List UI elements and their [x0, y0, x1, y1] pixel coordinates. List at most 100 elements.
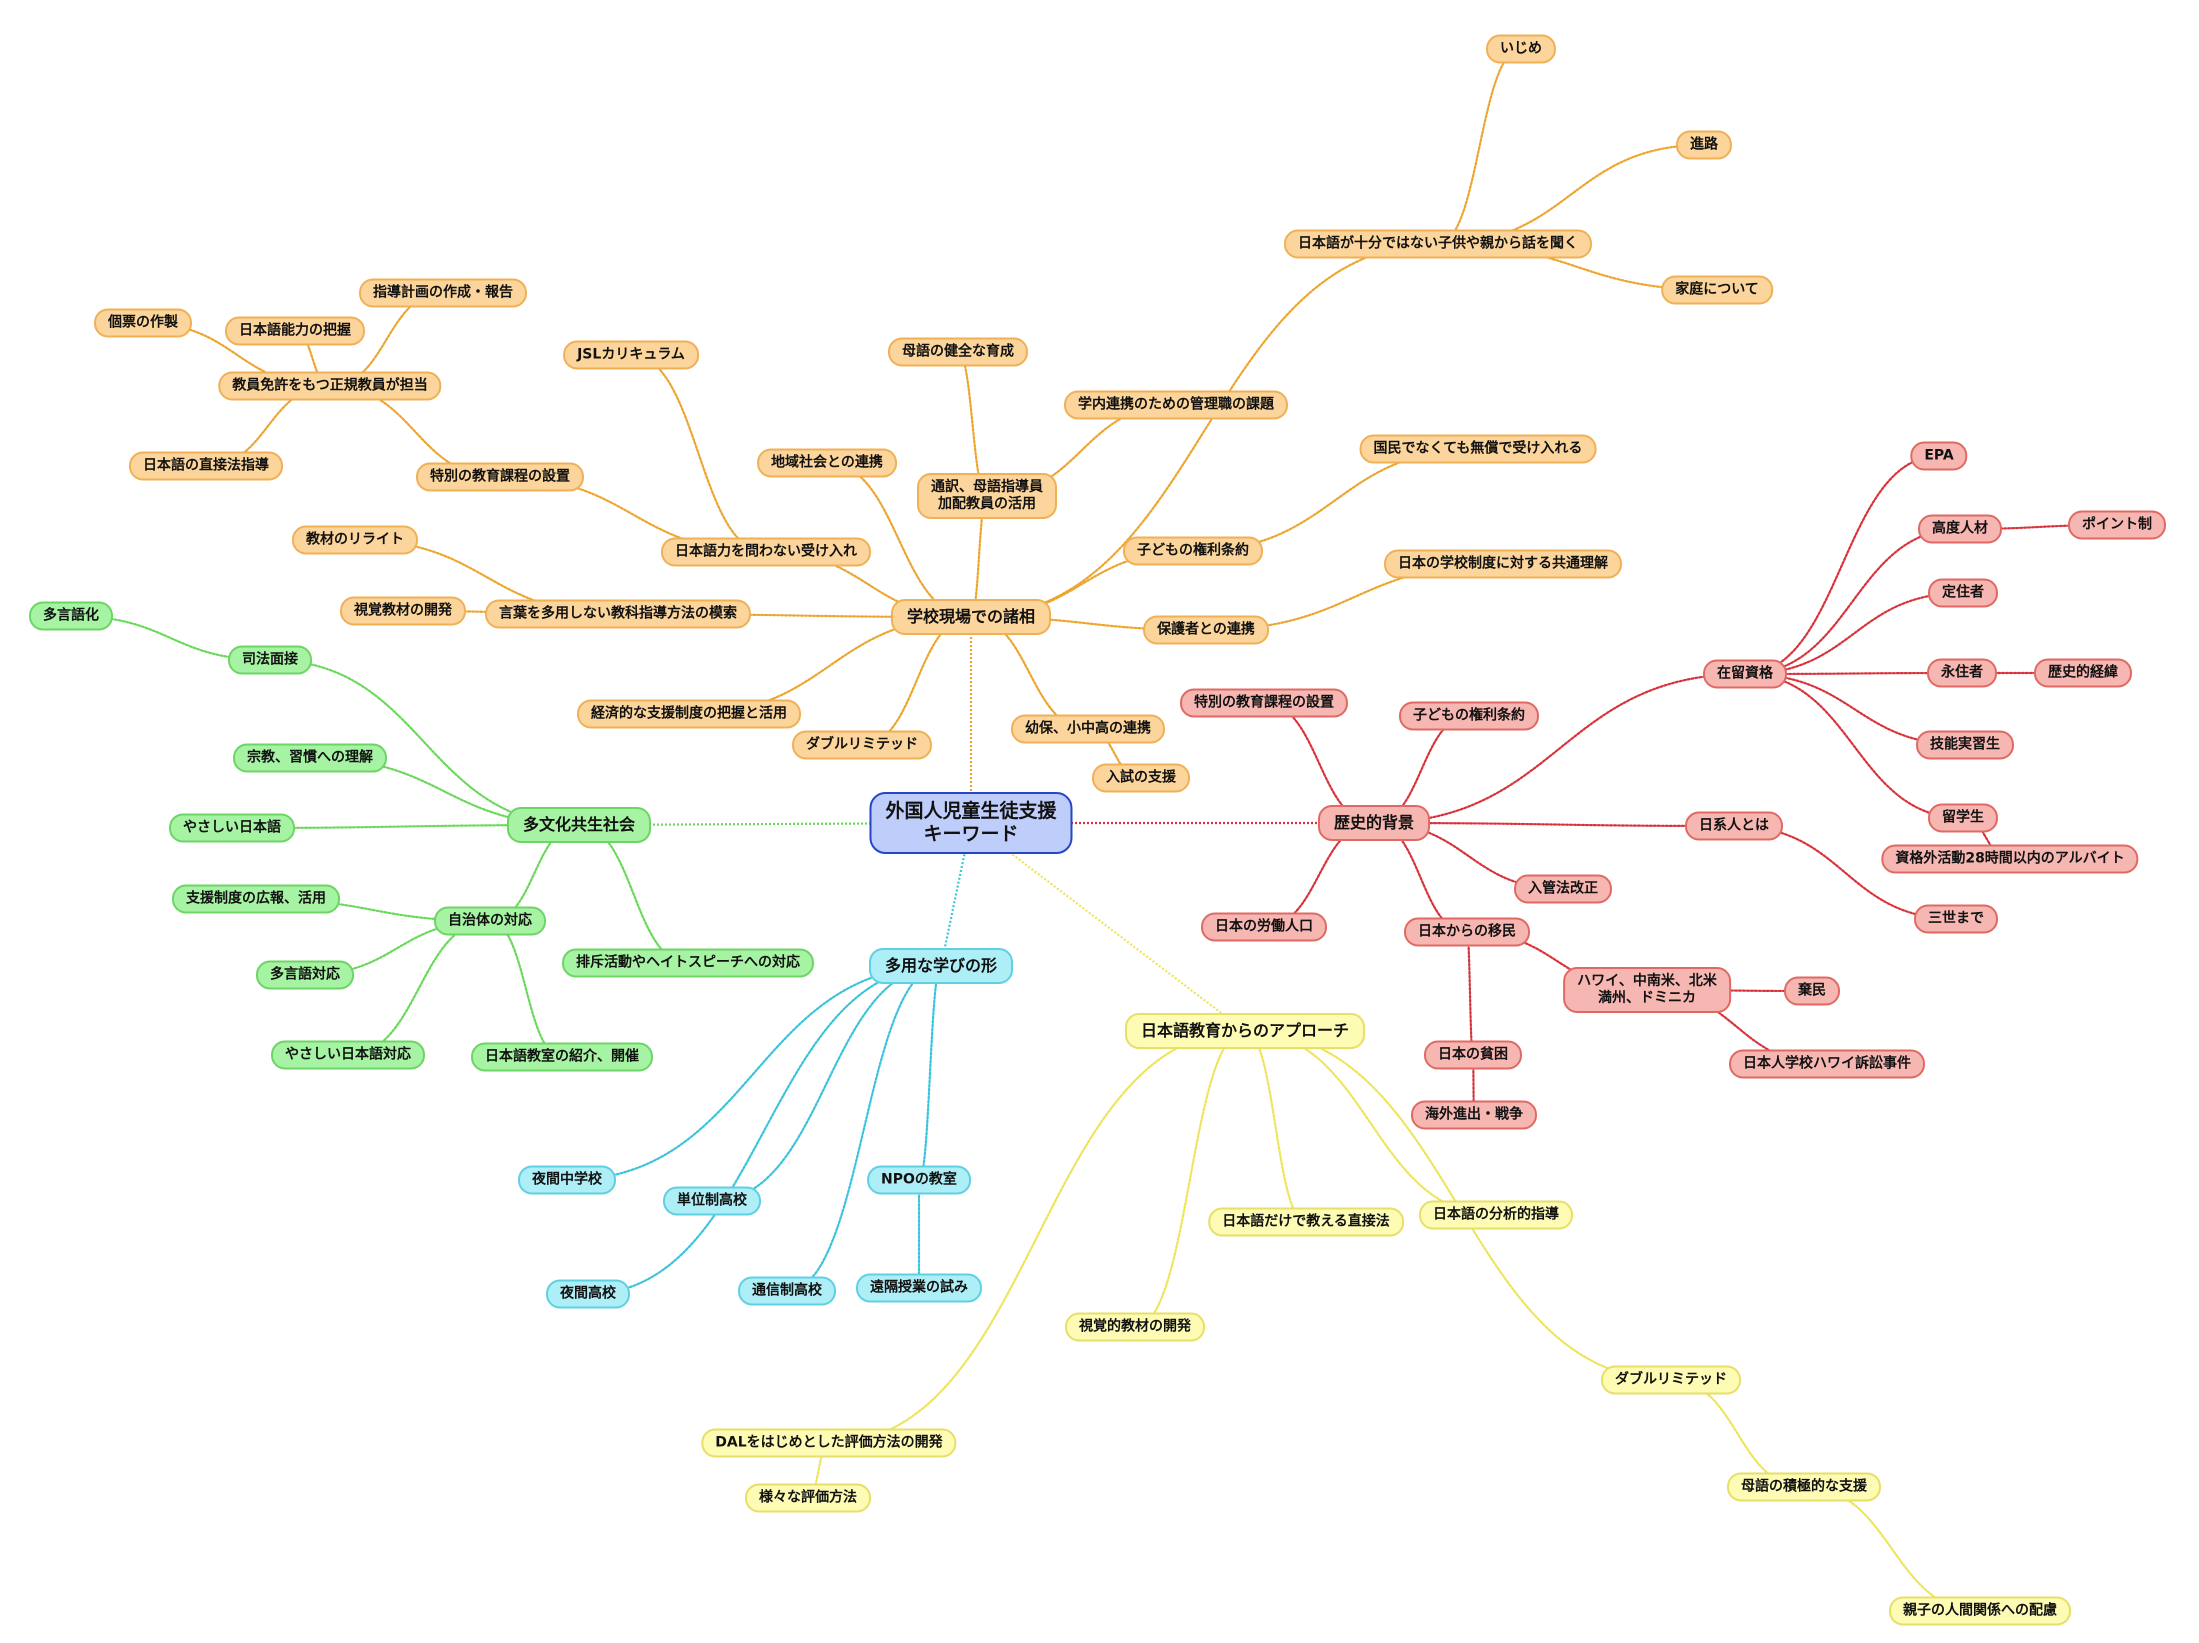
- node-s-shido[interactable]: 指導計画の作成・報告: [359, 278, 527, 308]
- node-r-kenri[interactable]: 子どもの権利条約: [1399, 701, 1539, 731]
- node-s-keizai[interactable]: 経済的な支援制度の把握と活用: [577, 699, 801, 729]
- node-r-hinkon[interactable]: 日本の貧困: [1424, 1040, 1522, 1070]
- node-r-zairyu[interactable]: 在留資格: [1703, 659, 1787, 689]
- node-r-sansei[interactable]: 三世まで: [1914, 904, 1998, 934]
- node-label: ダブルリミテッド: [806, 736, 918, 753]
- node-r-arbeit[interactable]: 資格外活動28時間以内のアルバイト: [1881, 844, 2139, 874]
- node-s-shinro[interactable]: 進路: [1676, 130, 1732, 160]
- node-c-enkaku[interactable]: 遠隔授業の試み: [856, 1273, 982, 1303]
- connector: [1802, 1485, 1982, 1613]
- node-rekishi[interactable]: 歴史的背景: [1317, 805, 1431, 841]
- connector: [1465, 930, 1475, 1057]
- node-r-kodo[interactable]: 高度人材: [1918, 514, 2002, 544]
- node-g-shiho[interactable]: 司法面接: [228, 645, 312, 675]
- node-s-ukeire[interactable]: 日本語力を問わない受け入れ: [661, 537, 871, 567]
- node-g-tagengo[interactable]: 多言語対応: [256, 960, 354, 990]
- node-label: 日本の労働人口: [1215, 918, 1313, 935]
- node-s-haaku[interactable]: 日本語能力の把握: [225, 316, 365, 346]
- node-g-jichitai[interactable]: 自治体の対応: [434, 906, 546, 936]
- node-y-bogo[interactable]: 母語の積極的な支援: [1727, 1472, 1881, 1502]
- node-r-kimin[interactable]: 棄民: [1784, 976, 1840, 1006]
- node-s-yoho[interactable]: 幼保、小中高の連携: [1011, 714, 1165, 744]
- node-r-eiju[interactable]: 永住者: [1927, 658, 1997, 688]
- node-g-yasashii[interactable]: やさしい日本語: [169, 813, 295, 843]
- node-r-point[interactable]: ポイント制: [2068, 510, 2166, 540]
- node-r-rodo[interactable]: 日本の労働人口: [1201, 912, 1327, 942]
- node-label: 母語の健全な育成: [902, 343, 1014, 360]
- node-y-oyako[interactable]: 親子の人間関係への配慮: [1889, 1596, 2071, 1626]
- node-y-bunseki[interactable]: 日本語の分析的指導: [1419, 1200, 1573, 1230]
- node-root[interactable]: 外国人児童生徒支援 キーワード: [869, 792, 1073, 854]
- node-c-tani[interactable]: 単位制高校: [663, 1186, 761, 1216]
- node-label: 日本語力を問わない受け入れ: [675, 543, 857, 560]
- node-r-gino[interactable]: 技能実習生: [1916, 730, 2014, 760]
- node-g-shukyo[interactable]: 宗教、習慣への理解: [233, 743, 387, 773]
- node-s-rewrite[interactable]: 教材のリライト: [292, 525, 418, 555]
- node-label: 多文化共生社会: [522, 815, 636, 834]
- node-s-hogosha[interactable]: 保護者との連携: [1143, 615, 1269, 645]
- node-school[interactable]: 学校現場での諸相: [890, 599, 1052, 635]
- node-s-nyushi[interactable]: 入試の支援: [1092, 763, 1190, 793]
- node-label: 学内連携のための管理職の課題: [1078, 396, 1274, 413]
- node-s-chiiki[interactable]: 地域社会との連携: [757, 448, 897, 478]
- node-g-haiseki[interactable]: 排斥活動やヘイトスピーチへの対応: [562, 948, 814, 978]
- node-s-kyoin[interactable]: 教員免許をもつ正規教員が担当: [218, 371, 442, 401]
- node-g-yasashii2[interactable]: やさしい日本語対応: [271, 1040, 425, 1070]
- node-y-dal[interactable]: DALをはじめとした評価方法の開発: [701, 1428, 957, 1458]
- node-s-kyotsu[interactable]: 日本の学校制度に対する共通理解: [1384, 549, 1622, 579]
- node-s-kenri[interactable]: 子どもの権利条約: [1123, 536, 1263, 566]
- node-g-kyoshitsu[interactable]: 日本語教室の紹介、開催: [471, 1042, 653, 1072]
- node-r-tokubetsu[interactable]: 特別の教育課程の設置: [1180, 688, 1348, 718]
- node-label: 永住者: [1941, 664, 1983, 681]
- node-label: 日系人とは: [1699, 817, 1769, 834]
- node-label: 夜間中学校: [532, 1171, 602, 1188]
- node-label: 高度人材: [1932, 520, 1988, 537]
- node-label: 個票の作製: [108, 314, 178, 331]
- connector: [917, 964, 943, 1182]
- node-s-bogo[interactable]: 母語の健全な育成: [888, 337, 1028, 367]
- node-c-npo[interactable]: NPOの教室: [867, 1165, 971, 1195]
- connector: [577, 823, 690, 965]
- node-s-chokusetsu[interactable]: 日本語の直接法指導: [129, 451, 283, 481]
- node-label: 定住者: [1942, 584, 1984, 601]
- node-g-koho[interactable]: 支援制度の広報、活用: [172, 884, 340, 914]
- node-r-sosho[interactable]: 日本人学校ハワイ訴訟事件: [1729, 1049, 1925, 1079]
- node-c-yakanchu[interactable]: 夜間中学校: [518, 1165, 616, 1195]
- node-label: 教材のリライト: [306, 531, 404, 548]
- node-s-kotoba[interactable]: 言葉を多用しない教科指導方法の模索: [485, 599, 751, 629]
- node-s-koshin[interactable]: 個票の作製: [94, 308, 192, 338]
- node-s-tsuyaku[interactable]: 通訳、母語指導員 加配教員の活用: [917, 473, 1057, 519]
- node-s-tokubetsu[interactable]: 特別の教育課程の設置: [416, 462, 584, 492]
- node-r-senso[interactable]: 海外進出・戦争: [1411, 1100, 1537, 1130]
- node-manabi[interactable]: 多用な学びの形: [868, 948, 1014, 984]
- node-y-double[interactable]: ダブルリミテッド: [1601, 1365, 1741, 1395]
- node-g-tagengoka[interactable]: 多言語化: [29, 601, 113, 631]
- node-s-jsl[interactable]: JSLカリキュラム: [563, 340, 699, 370]
- node-s-jp-ok[interactable]: 日本語が十分ではない子供や親から話を聞く: [1284, 229, 1592, 259]
- node-r-nyukan[interactable]: 入管法改正: [1514, 874, 1612, 904]
- node-r-hawaii[interactable]: ハワイ、中南米、北米 満州、ドミニカ: [1563, 967, 1731, 1013]
- node-s-shikaku[interactable]: 視覚教材の開発: [340, 596, 466, 626]
- node-s-kanri[interactable]: 学内連携のための管理職の課題: [1064, 390, 1288, 420]
- node-nihongo[interactable]: 日本語教育からのアプローチ: [1124, 1013, 1366, 1049]
- node-r-epa[interactable]: EPA: [1910, 441, 1968, 471]
- node-y-shikaku[interactable]: 視覚的教材の開発: [1065, 1312, 1205, 1342]
- node-tabunka[interactable]: 多文化共生社会: [506, 807, 652, 843]
- node-label: 日本語能力の把握: [239, 322, 351, 339]
- node-y-hyoka[interactable]: 様々な評価方法: [745, 1483, 871, 1513]
- node-label: 通訳、母語指導員 加配教員の活用: [931, 479, 1043, 512]
- connector: [827, 1029, 1247, 1445]
- node-c-tsushin[interactable]: 通信制高校: [738, 1276, 836, 1306]
- node-r-teiju[interactable]: 定住者: [1928, 578, 1998, 608]
- node-r-imin[interactable]: 日本からの移民: [1404, 917, 1530, 947]
- node-s-kokumin[interactable]: 国民でなくても無償で受け入れる: [1359, 434, 1597, 464]
- node-s-double[interactable]: ダブルリミテッド: [792, 730, 932, 760]
- node-s-ijime[interactable]: いじめ: [1486, 34, 1556, 64]
- node-r-ryugaku[interactable]: 留学生: [1928, 803, 1998, 833]
- node-r-keii[interactable]: 歴史的経緯: [2034, 658, 2132, 688]
- node-r-nikkei[interactable]: 日系人とは: [1685, 811, 1783, 841]
- node-s-katei[interactable]: 家庭について: [1661, 275, 1773, 305]
- node-y-chokusetsu[interactable]: 日本語だけで教える直接法: [1208, 1207, 1404, 1237]
- node-c-yakan[interactable]: 夜間高校: [546, 1279, 630, 1309]
